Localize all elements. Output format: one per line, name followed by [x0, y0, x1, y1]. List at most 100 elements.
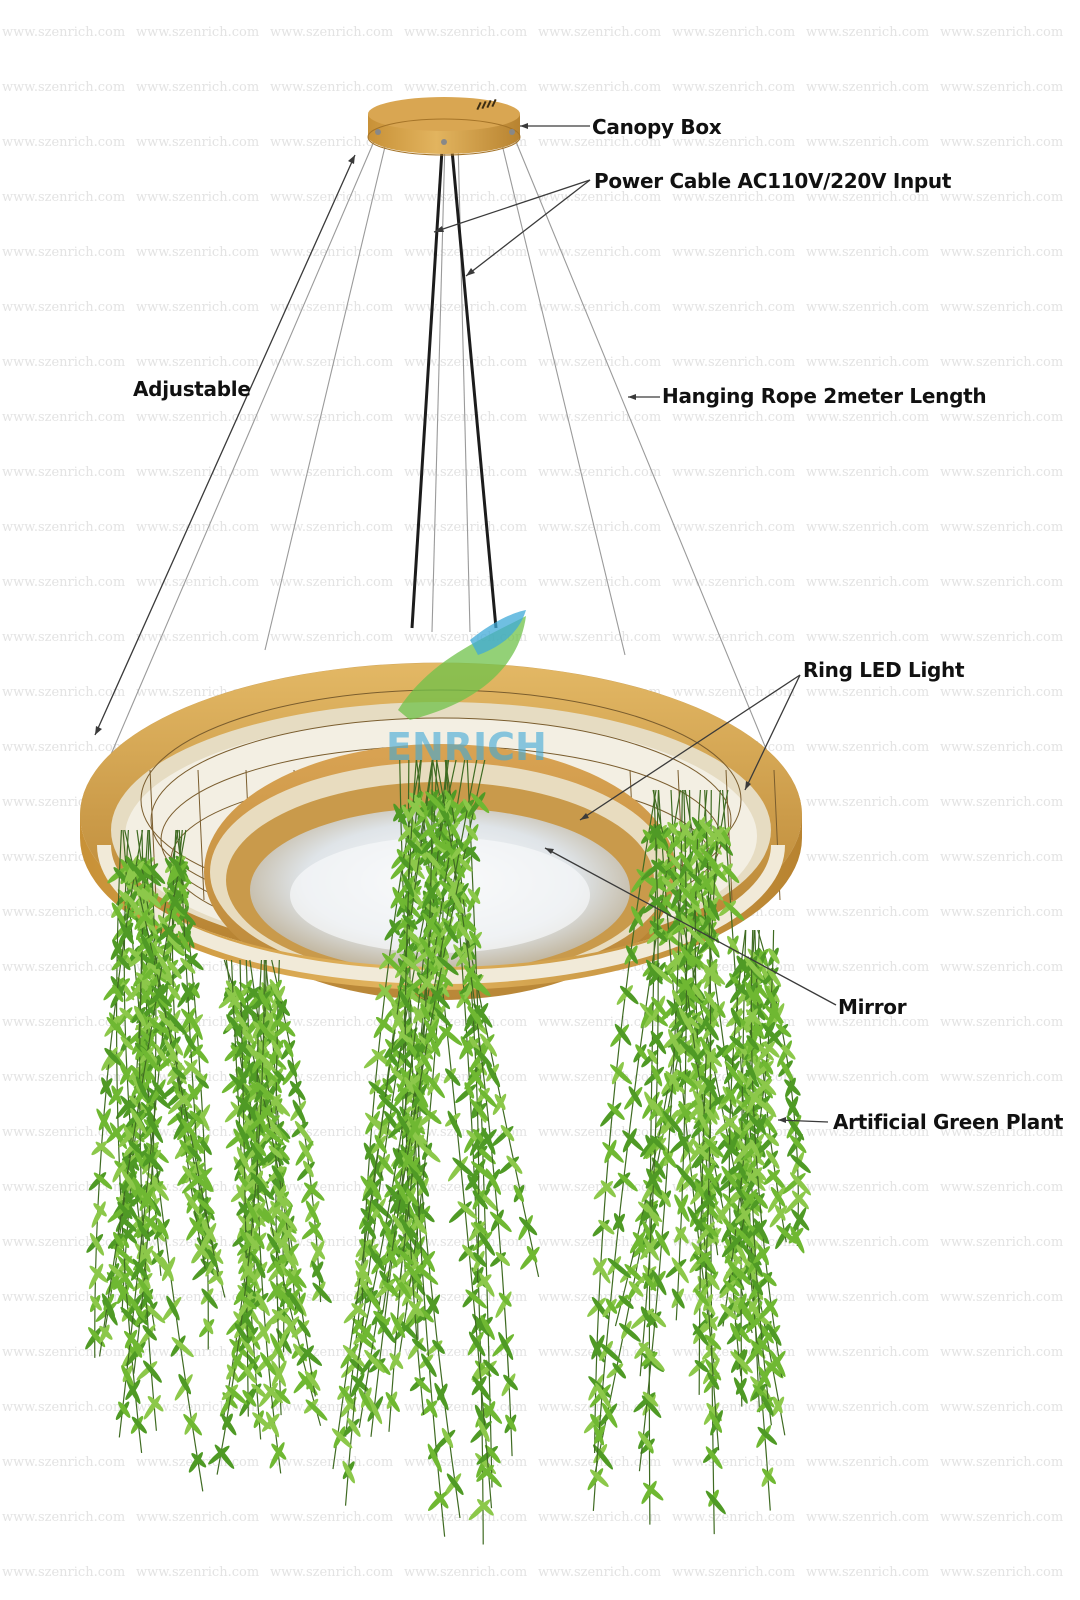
plant-leaf	[735, 1186, 749, 1203]
plant-leaf	[758, 1298, 778, 1320]
plant-leaf	[518, 1215, 533, 1241]
plant-leaf	[475, 1146, 496, 1165]
plant-leaf	[412, 944, 437, 966]
plant-leaf	[745, 1088, 766, 1109]
plant-leaf	[271, 1360, 287, 1387]
plant-leaf	[381, 1280, 399, 1297]
plant-leaf	[291, 1320, 310, 1338]
plant-leaf	[781, 1173, 806, 1195]
plant-leaf	[506, 1155, 523, 1174]
plant-leaf	[348, 1357, 365, 1374]
plant-leaf	[112, 939, 123, 957]
plant-leaf	[671, 989, 682, 1006]
plant-leaf	[744, 981, 758, 1006]
plant-leaf	[117, 1255, 137, 1280]
hanging-ropes	[99, 131, 784, 791]
plant-leaf	[309, 1240, 325, 1268]
plant-leaf	[680, 914, 693, 932]
watermark-text: www.szenrich.com	[940, 1235, 1063, 1250]
plant-leaf	[741, 1189, 763, 1214]
watermark-text: www.szenrich.com	[404, 245, 527, 260]
plant-leaf	[697, 934, 717, 955]
plant-leaf	[436, 956, 459, 976]
plant-leaf	[740, 1206, 751, 1226]
plant-leaf	[477, 1230, 496, 1256]
plant-leaf	[462, 1288, 479, 1308]
plant-leaf	[166, 861, 189, 885]
plant-leaf	[179, 890, 189, 907]
plant-leaf	[120, 1065, 135, 1087]
watermark-text: www.szenrich.com	[940, 355, 1063, 370]
plant-leaf	[398, 990, 412, 1013]
plant-leaf	[667, 821, 680, 838]
plant-leaf	[761, 1468, 776, 1485]
plant-leaf	[742, 1141, 763, 1161]
plant-leaf	[498, 1331, 514, 1361]
watermark-text: www.szenrich.com	[806, 850, 929, 865]
plant-leaf	[236, 1146, 250, 1173]
plant-leaf	[391, 1214, 405, 1233]
plant-leaf	[469, 1067, 485, 1089]
plant-leaf	[479, 1272, 495, 1297]
watermark-text: www.szenrich.com	[672, 630, 795, 645]
plant-leaf	[477, 1498, 494, 1516]
plant-leaf	[650, 1135, 666, 1151]
plant-leaf	[371, 1199, 393, 1220]
plant-leaf	[705, 1490, 726, 1515]
plant-leaf	[679, 1040, 698, 1059]
plant-leaf	[133, 971, 147, 987]
plant-leaf	[458, 1244, 475, 1262]
plant-leaf	[104, 1047, 122, 1066]
plant-leaf	[718, 900, 737, 917]
watermark-text: www.szenrich.com	[270, 1015, 393, 1030]
plant-leaf	[505, 1414, 517, 1432]
plant-leaf	[294, 1120, 314, 1146]
plant-leaf	[147, 962, 168, 981]
plant-leaf	[734, 1226, 755, 1250]
plant-leaf	[772, 1396, 783, 1414]
plant-leaf	[197, 1198, 215, 1215]
plant-leaf	[120, 1036, 134, 1051]
watermark-text: www.szenrich.com	[672, 135, 795, 150]
plant-leaf	[464, 1067, 484, 1090]
plant-leaf	[302, 1160, 314, 1178]
watermark-text: www.szenrich.com	[270, 520, 393, 535]
plant-leaf	[438, 1025, 463, 1046]
watermark-text: www.szenrich.com	[538, 80, 661, 95]
plant-leaf	[167, 854, 183, 883]
plant-leaf	[254, 1080, 269, 1103]
plant-leaf	[464, 973, 478, 1000]
plant-leaf	[766, 966, 782, 987]
plant-leaf	[287, 1059, 298, 1078]
watermark-text: www.szenrich.com	[136, 245, 259, 260]
watermark-text: www.szenrich.com	[270, 630, 393, 645]
watermark-text: www.szenrich.com	[538, 410, 661, 425]
plant-leaf	[161, 923, 183, 946]
plant-leaf	[730, 1351, 753, 1374]
plant-leaf	[279, 1020, 296, 1037]
plant-leaf	[273, 1184, 288, 1211]
plant-vine	[648, 789, 660, 1525]
plant-leaf	[430, 1037, 441, 1057]
plant-leaf	[177, 930, 191, 953]
plant-leaf	[417, 1206, 435, 1223]
plant-leaf	[91, 1201, 106, 1228]
plant-leaf	[219, 1390, 236, 1417]
plant-leaf	[364, 1349, 385, 1373]
plant-leaf	[278, 1288, 296, 1312]
plant-leaf	[129, 861, 149, 885]
watermark-text: www.szenrich.com	[806, 740, 929, 755]
plant-leaf	[727, 935, 740, 955]
plant-leaf	[191, 1453, 207, 1468]
plant-leaf	[402, 874, 415, 898]
watermark-text: www.szenrich.com	[538, 1125, 661, 1140]
plant-leaf	[284, 1268, 303, 1292]
plant-leaf	[245, 1232, 260, 1251]
plant-leaf	[237, 1291, 253, 1319]
plant-leaf	[725, 1256, 742, 1280]
plant-leaf	[367, 1176, 382, 1201]
plant-leaf	[472, 1190, 488, 1210]
watermark-text: www.szenrich.com	[136, 135, 259, 150]
plant-leaf	[214, 1444, 235, 1469]
plant-leaf	[426, 1398, 438, 1418]
